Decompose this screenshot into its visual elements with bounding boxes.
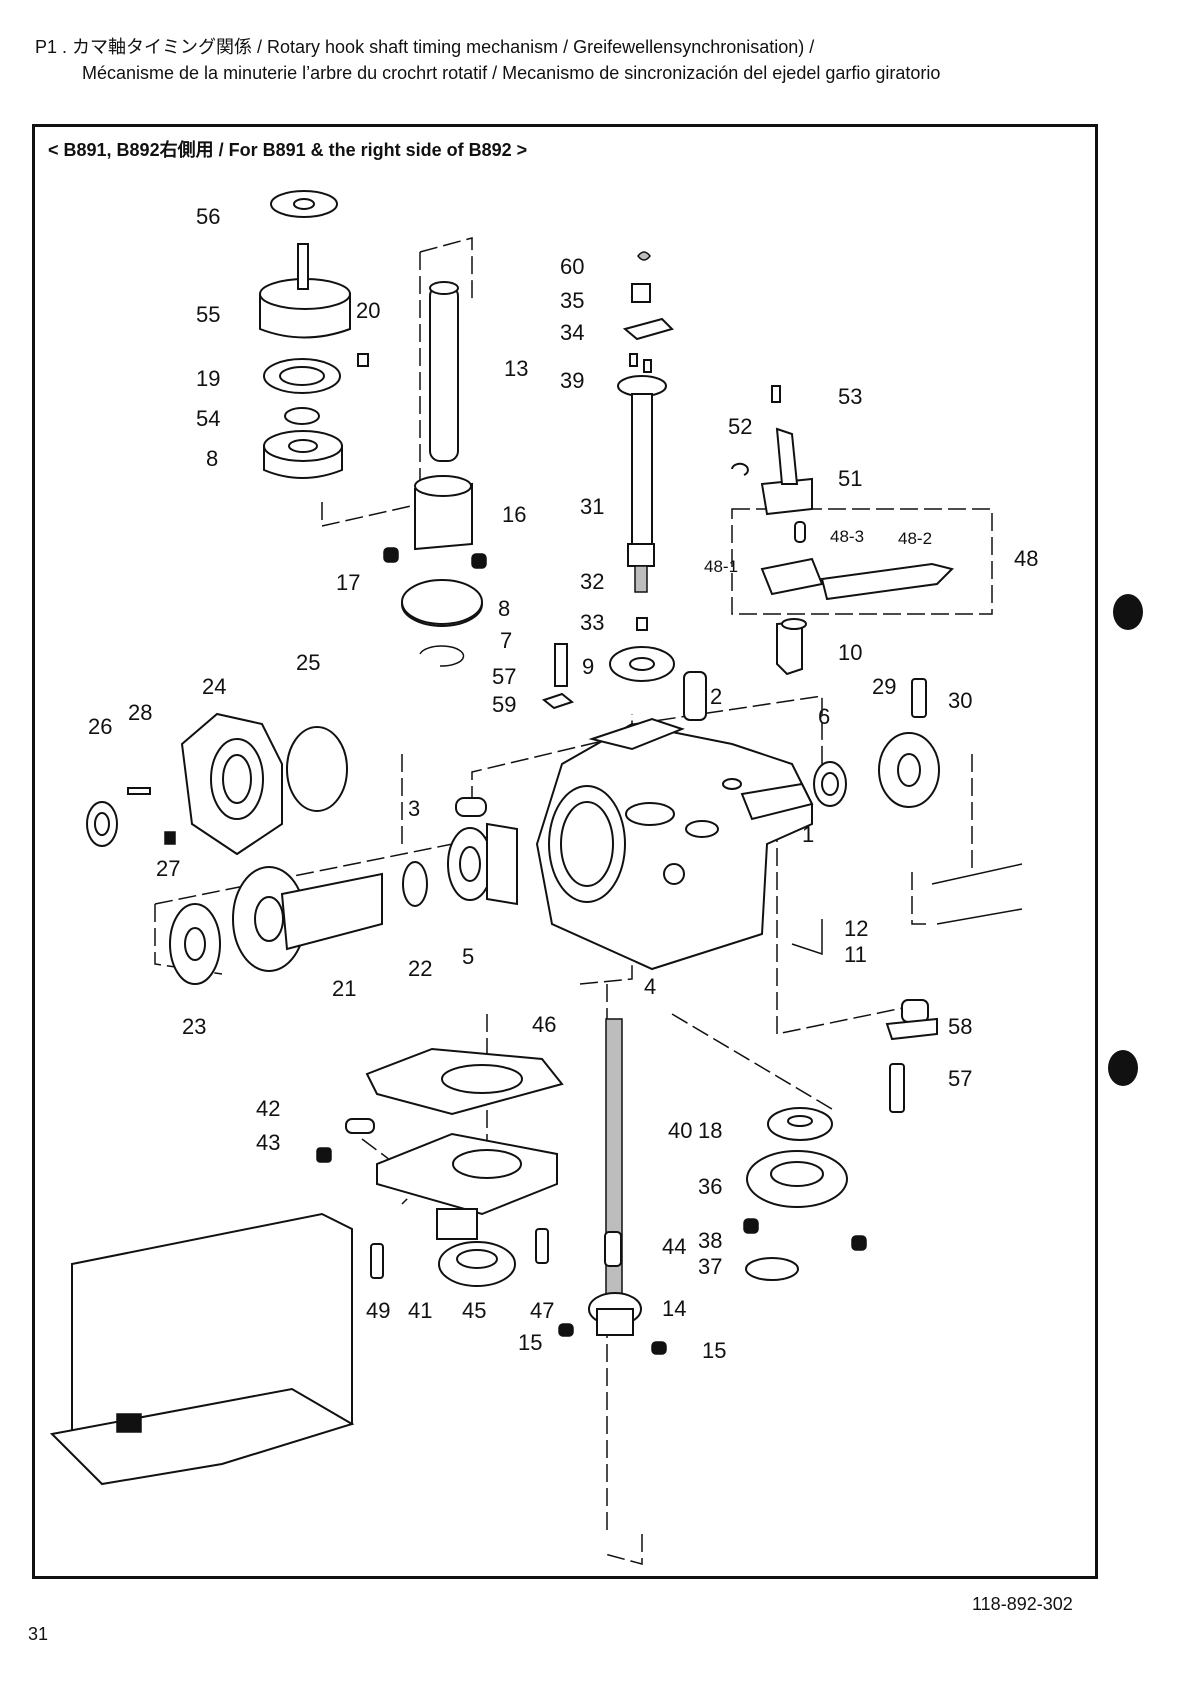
label-26: 26 <box>88 714 112 739</box>
label-15a: 15 <box>518 1330 542 1355</box>
label-19: 19 <box>196 366 220 391</box>
label-17: 17 <box>336 570 360 595</box>
label-13: 13 <box>504 356 528 381</box>
label-5: 5 <box>462 944 474 969</box>
label-48-1: 48-1 <box>704 557 738 576</box>
label-44: 44 <box>662 1234 686 1259</box>
label-22: 22 <box>408 956 432 981</box>
label-2: 2 <box>710 684 722 709</box>
label-7: 7 <box>500 628 512 653</box>
header-title-line-2: Mécanisme de la minuterie l’arbre du cro… <box>82 63 941 83</box>
right-side-parts <box>731 385 954 1113</box>
bearings-group <box>401 579 707 721</box>
label-10: 10 <box>838 640 862 665</box>
label-53: 53 <box>838 384 862 409</box>
label-27: 27 <box>156 856 180 881</box>
label-21: 21 <box>332 976 356 1001</box>
header-title-line-1: P1 . カマ軸タイミング関係 / Rotary hook shaft timi… <box>35 37 815 57</box>
label-45: 45 <box>462 1298 486 1323</box>
left-cover-group <box>86 712 348 856</box>
label-41: 41 <box>408 1298 432 1323</box>
label-16: 16 <box>502 502 526 527</box>
label-52: 52 <box>728 414 752 439</box>
label-11: 11 <box>844 942 867 967</box>
diagram-frame <box>32 124 1098 1579</box>
label-58: 58 <box>948 1014 972 1039</box>
label-8a: 8 <box>206 446 218 471</box>
label-9: 9 <box>582 654 594 679</box>
label-34: 34 <box>560 320 584 345</box>
label-31: 31 <box>580 494 604 519</box>
label-4: 4 <box>644 974 656 999</box>
label-36: 36 <box>698 1174 722 1199</box>
label-57b: 57 <box>948 1066 972 1091</box>
label-40: 40 <box>668 1118 692 1143</box>
label-32: 32 <box>580 569 604 594</box>
lower-hook-shaft-group <box>169 797 518 985</box>
rotary-hook-group <box>259 190 369 479</box>
label-49: 49 <box>366 1298 390 1323</box>
label-46: 46 <box>532 1012 556 1037</box>
exploded-parts-diagram: 56 55 20 19 54 8 13 16 17 8 7 60 35 34 3… <box>49 190 1038 1565</box>
label-47: 47 <box>530 1298 554 1323</box>
label-48-3: 48-3 <box>830 527 864 546</box>
label-37: 37 <box>698 1254 722 1279</box>
label-35: 35 <box>560 288 584 313</box>
page-number: 31 <box>28 1624 49 1644</box>
label-39: 39 <box>560 368 584 393</box>
label-1: 1 <box>802 822 814 847</box>
label-18: 18 <box>698 1118 722 1143</box>
label-29: 29 <box>872 674 896 699</box>
label-12: 12 <box>844 916 868 941</box>
label-23: 23 <box>182 1014 206 1039</box>
label-55: 55 <box>196 302 220 327</box>
label-3: 3 <box>408 796 420 821</box>
gear-housing-body <box>535 717 814 971</box>
label-30: 30 <box>948 688 972 713</box>
label-25: 25 <box>296 650 320 675</box>
model-subtitle: < B891, B892右側用 / For B891 & the right s… <box>48 140 528 160</box>
label-43: 43 <box>256 1130 280 1155</box>
label-48: 48 <box>1014 546 1038 571</box>
machine-outline <box>49 1212 355 1486</box>
page-header: P1 . カマ軸タイミング関係 / Rotary hook shaft timi… <box>35 34 940 86</box>
label-14: 14 <box>662 1296 686 1321</box>
label-24: 24 <box>202 674 226 699</box>
label-28: 28 <box>128 700 152 725</box>
label-54: 54 <box>196 406 220 431</box>
label-20: 20 <box>356 298 380 323</box>
label-8b: 8 <box>498 596 510 621</box>
label-51: 51 <box>838 466 862 491</box>
label-59: 59 <box>492 692 516 717</box>
label-48-2: 48-2 <box>898 529 932 548</box>
lower-gear-group <box>316 1018 867 1355</box>
label-33: 33 <box>580 610 604 635</box>
label-56: 56 <box>196 204 220 229</box>
binder-hole-top <box>1113 594 1143 630</box>
label-15b: 15 <box>702 1338 726 1363</box>
label-57a: 57 <box>492 664 516 689</box>
label-60: 60 <box>560 254 584 279</box>
drawing-code: 118-892-302 <box>972 1594 1073 1614</box>
label-42: 42 <box>256 1096 280 1121</box>
vertical-hook-shaft-group <box>617 251 674 631</box>
part-number-labels: 56 55 20 19 54 8 13 16 17 8 7 60 35 34 3… <box>88 204 1038 1363</box>
label-38: 38 <box>698 1228 722 1253</box>
label-6: 6 <box>818 704 830 729</box>
binder-hole-bottom <box>1108 1050 1138 1086</box>
